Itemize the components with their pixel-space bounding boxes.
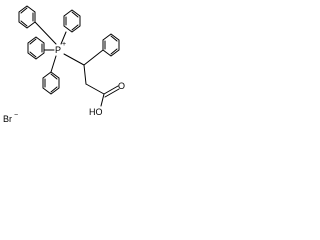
bond-c-double-o-a <box>103 85 119 95</box>
bond-ch-to-ch2 <box>83 64 87 85</box>
bromide-label: Br <box>3 114 12 124</box>
chemical-structure: P + HO O Br − <box>3 5 125 124</box>
bond-c-to-oh <box>100 93 105 107</box>
phosphorus-label: P <box>55 45 61 55</box>
phenyl-ring-right <box>102 33 120 57</box>
bond-p-to-ch <box>63 53 85 66</box>
bromide-charge: − <box>14 112 18 119</box>
phenyl-ring-left <box>27 36 45 60</box>
phenyl-ring-top-left <box>18 5 36 29</box>
phenyl-ring-top-right <box>63 9 81 33</box>
bond-p-to-top-left-ring <box>34 21 57 45</box>
phenyl-ring-bottom-left <box>42 71 60 95</box>
hydroxyl-label: HO <box>89 107 103 117</box>
bond-p-to-bottom-left-ring <box>50 55 57 73</box>
bond-p-to-top-right-ring <box>60 31 67 45</box>
bond-ch2-to-carboxyl <box>85 83 105 95</box>
phosphorus-charge: + <box>62 41 66 48</box>
carbonyl-oxygen-label: O <box>118 81 125 91</box>
bond-c-double-o-b <box>104 88 120 98</box>
bond-ch-to-right-ring <box>83 49 104 66</box>
